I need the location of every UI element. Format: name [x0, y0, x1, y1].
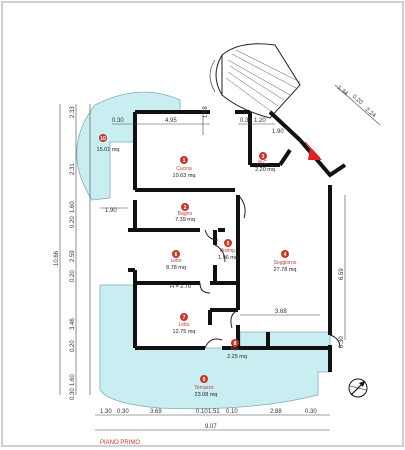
room-name-2: Bagno	[178, 211, 193, 217]
room-name-8: Rip.	[231, 346, 240, 352]
room-marker-3	[259, 152, 267, 160]
dim-left-total: 10.66	[54, 250, 60, 266]
dim-top-1: 0.30	[112, 118, 124, 124]
room-number-10: 10	[100, 136, 106, 142]
room-number-3: 3	[262, 154, 265, 160]
room-markers	[99, 134, 289, 383]
room-marker-9	[200, 375, 208, 383]
dim-left-2: 2.31	[70, 163, 76, 175]
ceiling-height-label: H = 2.70	[170, 284, 191, 290]
dim-bottom-total: 9.07	[205, 424, 217, 430]
room-name-3: W.C.	[258, 160, 269, 166]
room-name-9: Terrazzo	[194, 385, 213, 391]
entrance-marker	[304, 141, 322, 160]
room-number-2: 2	[184, 205, 187, 211]
room-marker-8	[231, 339, 239, 347]
dim-left-7: 3.46	[70, 318, 76, 330]
dim-bottom-2: 0.30	[117, 409, 129, 415]
room-number-8: 8	[234, 341, 237, 347]
dim-bottom-1: 1.30	[100, 409, 112, 415]
dim-right-2: 0.30	[339, 336, 345, 348]
dim-bottom-8: 0.30	[305, 409, 317, 415]
room-marker-7	[180, 313, 188, 321]
dim-left-9: 1.60	[70, 374, 76, 386]
room-number-7: 7	[183, 315, 186, 321]
dim-left-6: 0.20	[70, 270, 76, 282]
dim-mid-1: 3.68	[275, 309, 287, 315]
room-area-10: 15.01 mq	[97, 147, 120, 153]
dim-stair-3: 2.24	[364, 107, 377, 120]
dim-top-6: 1.90	[272, 129, 284, 135]
dim-bottom-6: 0.10	[226, 409, 238, 415]
walls	[128, 110, 347, 372]
dim-left-1: 2.33	[70, 106, 76, 118]
stairwell	[209, 43, 301, 119]
room-marker-10	[99, 134, 107, 142]
dim-top-2: 4.95	[165, 118, 177, 124]
dimension-labels: 0.30 4.95 0.30 1.20 1.98 1.90 1.34 0.20 …	[54, 85, 377, 430]
room-marker-6	[172, 250, 180, 258]
room-area-2: 7.39 mq	[175, 217, 195, 223]
room-name-7: Letto	[178, 322, 189, 328]
dim-right-1: 6.59	[339, 268, 345, 280]
dim-top-4: 1.20	[254, 118, 266, 124]
floor-label: PIANO PRIMO	[100, 440, 140, 446]
dim-left-side: 1.90	[105, 208, 117, 214]
dim-top-3: 0.30	[240, 118, 252, 124]
room-number-4: 4	[284, 252, 287, 258]
dim-bottom-4: 0.10	[196, 409, 208, 415]
dim-left-10: 0.30	[70, 388, 76, 400]
room-area-9: 23.08 mq	[195, 392, 218, 398]
dim-left-8: 0.20	[70, 340, 76, 352]
room-area-5: 1.96 mq	[218, 255, 238, 261]
room-marker-4	[281, 250, 289, 258]
dim-bottom-5: 1.51	[208, 409, 220, 415]
room-area-1: 10.63 mq	[173, 173, 196, 179]
dim-left-5: 2.59	[70, 250, 76, 262]
room-area-7: 12.75 mq	[173, 329, 196, 335]
north-compass-icon	[348, 378, 368, 398]
dim-left-4: 0.20	[70, 216, 76, 228]
room-marker-1	[180, 156, 188, 164]
room-marker-2	[181, 203, 189, 211]
room-name-4: Soggiorno	[274, 260, 297, 266]
room-numbers: 10 1 2 3 4 5 6 7 8 9	[100, 136, 286, 383]
doors	[199, 194, 341, 349]
room-names: Cucina Bagno W.C. Soggiorno Disimp. Lett…	[170, 160, 296, 391]
dimension-lines	[59, 84, 381, 431]
room-number-6: 6	[175, 252, 178, 258]
room-number-5: 5	[227, 241, 230, 247]
room-area-3: 2.20 mq	[255, 167, 275, 173]
room-number-1: 1	[183, 158, 186, 164]
room-name-5: Disimp.	[220, 248, 237, 254]
dim-top-5: 1.98	[203, 106, 209, 118]
room-name-1: Cucina	[176, 166, 192, 172]
room-area-8: 2.25 mq	[227, 354, 247, 360]
room-areas: 15.01 mq 10.63 mq 7.39 mq 2.20 mq 27.78 …	[97, 147, 297, 398]
dim-left-3: 1.60	[70, 201, 76, 213]
dim-bottom-3: 3.69	[150, 409, 162, 415]
room-name-6: Letto	[170, 258, 181, 264]
room-marker-5	[224, 239, 232, 247]
room-area-4: 27.78 mq	[274, 267, 297, 273]
room-area-6: 8.78 mq	[166, 265, 186, 271]
room-number-9: 9	[203, 377, 206, 383]
dim-bottom-7: 2.88	[270, 409, 282, 415]
terrace-nw	[76, 91, 181, 201]
